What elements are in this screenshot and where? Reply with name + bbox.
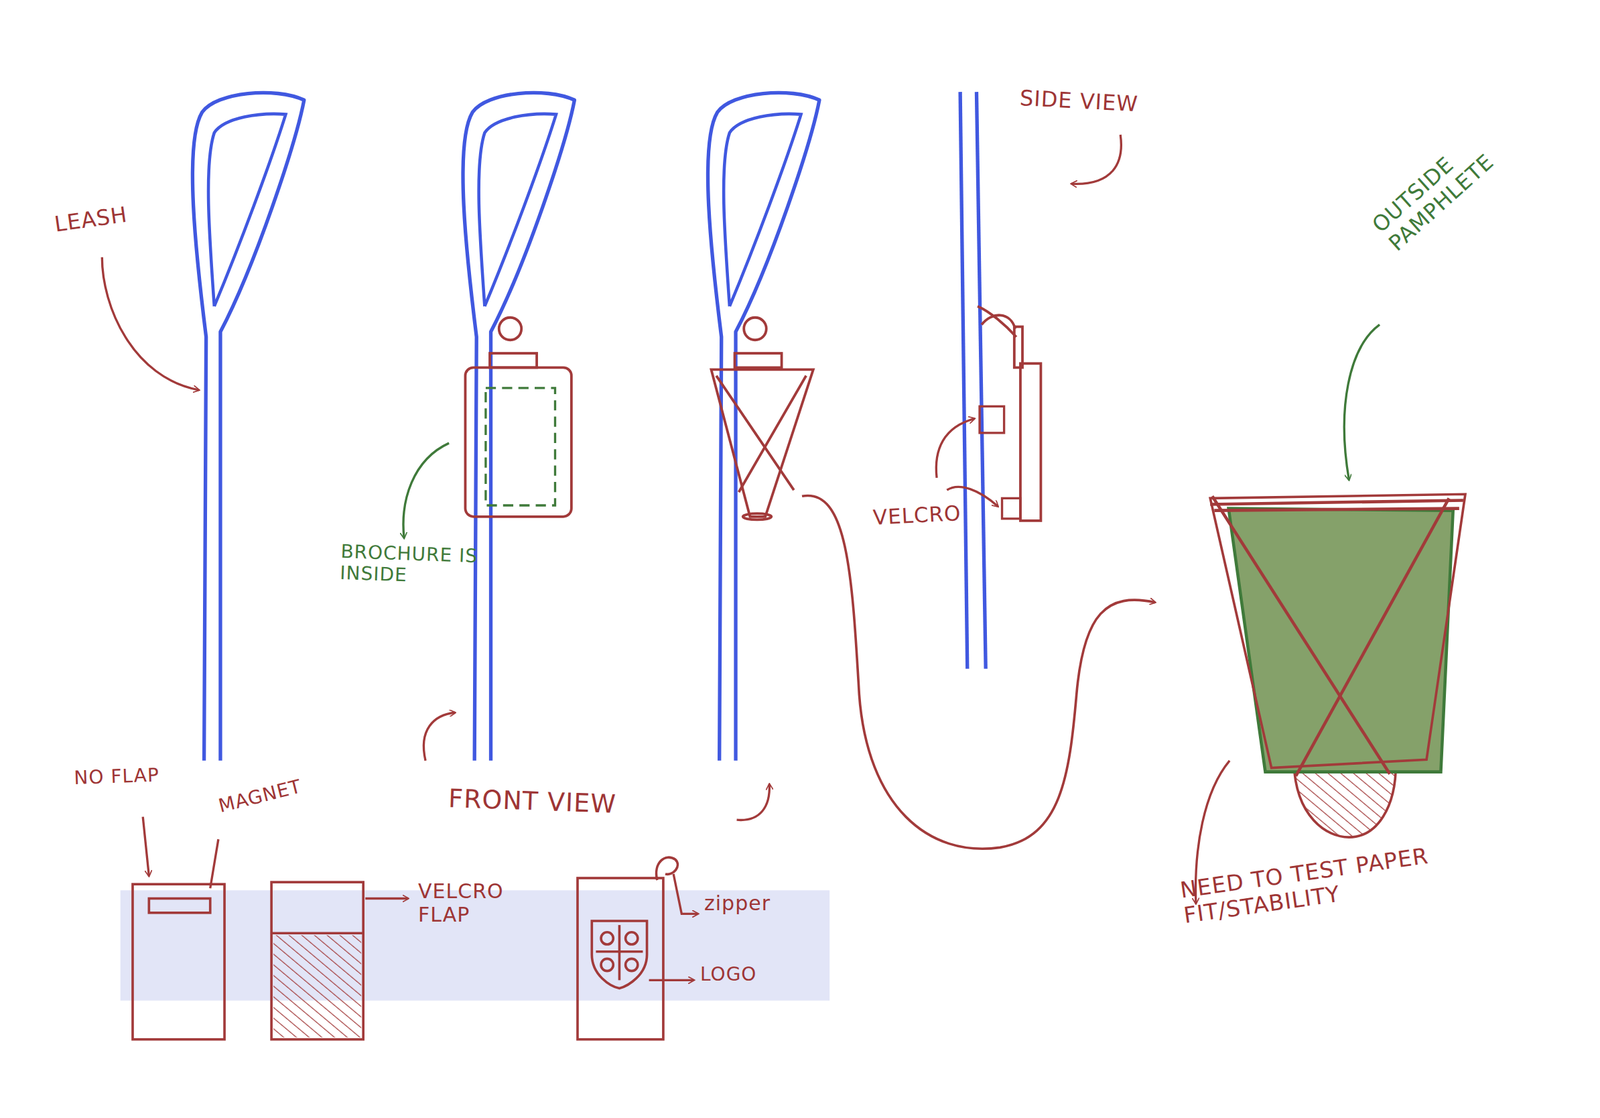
part-label: zipper [704, 891, 771, 916]
leader-arrow [1344, 324, 1380, 480]
part-label: LEASH [52, 202, 129, 238]
part-label: VELCRO [872, 501, 962, 530]
cone-holder [711, 317, 814, 520]
leader-arrow [649, 978, 695, 981]
leash [192, 92, 304, 761]
leader-arrow [365, 897, 409, 900]
leader-arrow [101, 257, 199, 390]
reference-curve [802, 495, 1156, 849]
side-view [960, 91, 1041, 669]
pamphlet-cone [1210, 493, 1466, 837]
pouch-front [464, 317, 571, 517]
highlight-band [120, 889, 830, 1001]
note-label: BROCHURE IS INSIDE [339, 540, 490, 589]
leader-arrow [403, 442, 449, 539]
note-label: OUTSIDE PAMPHLETE [1367, 116, 1515, 256]
view-label: SIDE VIEW [1019, 85, 1140, 117]
pouch-variants [132, 856, 678, 1040]
leash [708, 92, 820, 761]
part-label: LOGO [700, 963, 757, 985]
leash [462, 92, 575, 761]
view-label: FRONT VIEW [447, 783, 617, 819]
leader-arrow [673, 873, 699, 914]
note-label: NEED TO TEST PAPER FIT/STABILITY [1178, 840, 1451, 928]
leader-arrow [142, 816, 149, 876]
leader-arrow [1071, 134, 1121, 184]
leader-arrow [423, 712, 455, 761]
leader-arrow [737, 783, 770, 821]
part-label: NO FLAP [73, 764, 160, 790]
leader-arrow [210, 838, 219, 888]
part-label: MAGNET [216, 775, 304, 817]
leader-arrow [936, 418, 975, 478]
part-label: VELCRO FLAP [418, 879, 510, 926]
